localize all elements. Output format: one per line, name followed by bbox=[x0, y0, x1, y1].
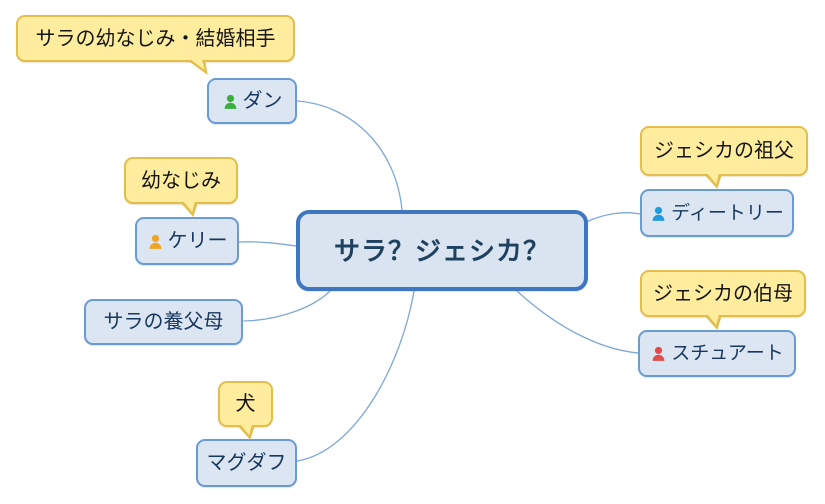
node-label: ディートリー bbox=[671, 202, 784, 224]
node-dietrich[interactable]: ディートリー bbox=[640, 189, 794, 237]
callout-stuart-note[interactable]: ジェシカの伯母 bbox=[640, 270, 806, 317]
node-kelly[interactable]: ケリー bbox=[135, 217, 239, 265]
central-topic-label: サラ？ジェシカ？ bbox=[333, 235, 550, 266]
person-icon bbox=[650, 346, 667, 363]
node-label: サラの養父母 bbox=[103, 311, 224, 333]
node-sara-foster-parents[interactable]: サラの養父母 bbox=[84, 299, 243, 345]
callout-magduff-note[interactable]: 犬 bbox=[218, 381, 273, 427]
node-magduff[interactable]: マグダフ bbox=[196, 439, 297, 487]
connector-magduff-central bbox=[296, 290, 415, 462]
node-stuart[interactable]: スチュアート bbox=[638, 330, 796, 377]
node-label: マグダフ bbox=[206, 452, 287, 474]
node-dan[interactable]: ダン bbox=[207, 78, 297, 124]
callout-dietrich-note[interactable]: ジェシカの祖父 bbox=[640, 126, 808, 176]
person-icon bbox=[147, 234, 164, 251]
node-label: スチュアート bbox=[671, 343, 784, 364]
connector-fosters-central bbox=[243, 290, 331, 322]
person-icon bbox=[222, 94, 239, 111]
node-label: ケリー bbox=[167, 230, 228, 252]
connector-central-stuart bbox=[516, 290, 639, 354]
callout-dan-note[interactable]: サラの幼なじみ・結婚相手 bbox=[16, 15, 295, 62]
callout-kelly-note[interactable]: 幼なじみ bbox=[124, 157, 238, 204]
central-topic-node[interactable]: サラ？ジェシカ？ bbox=[296, 210, 588, 291]
node-label: ダン bbox=[242, 90, 283, 112]
person-icon bbox=[650, 206, 667, 223]
connector-dan-central bbox=[296, 100, 403, 211]
connector-central-dietrich bbox=[585, 212, 641, 223]
connector-kelly-central bbox=[238, 241, 297, 247]
